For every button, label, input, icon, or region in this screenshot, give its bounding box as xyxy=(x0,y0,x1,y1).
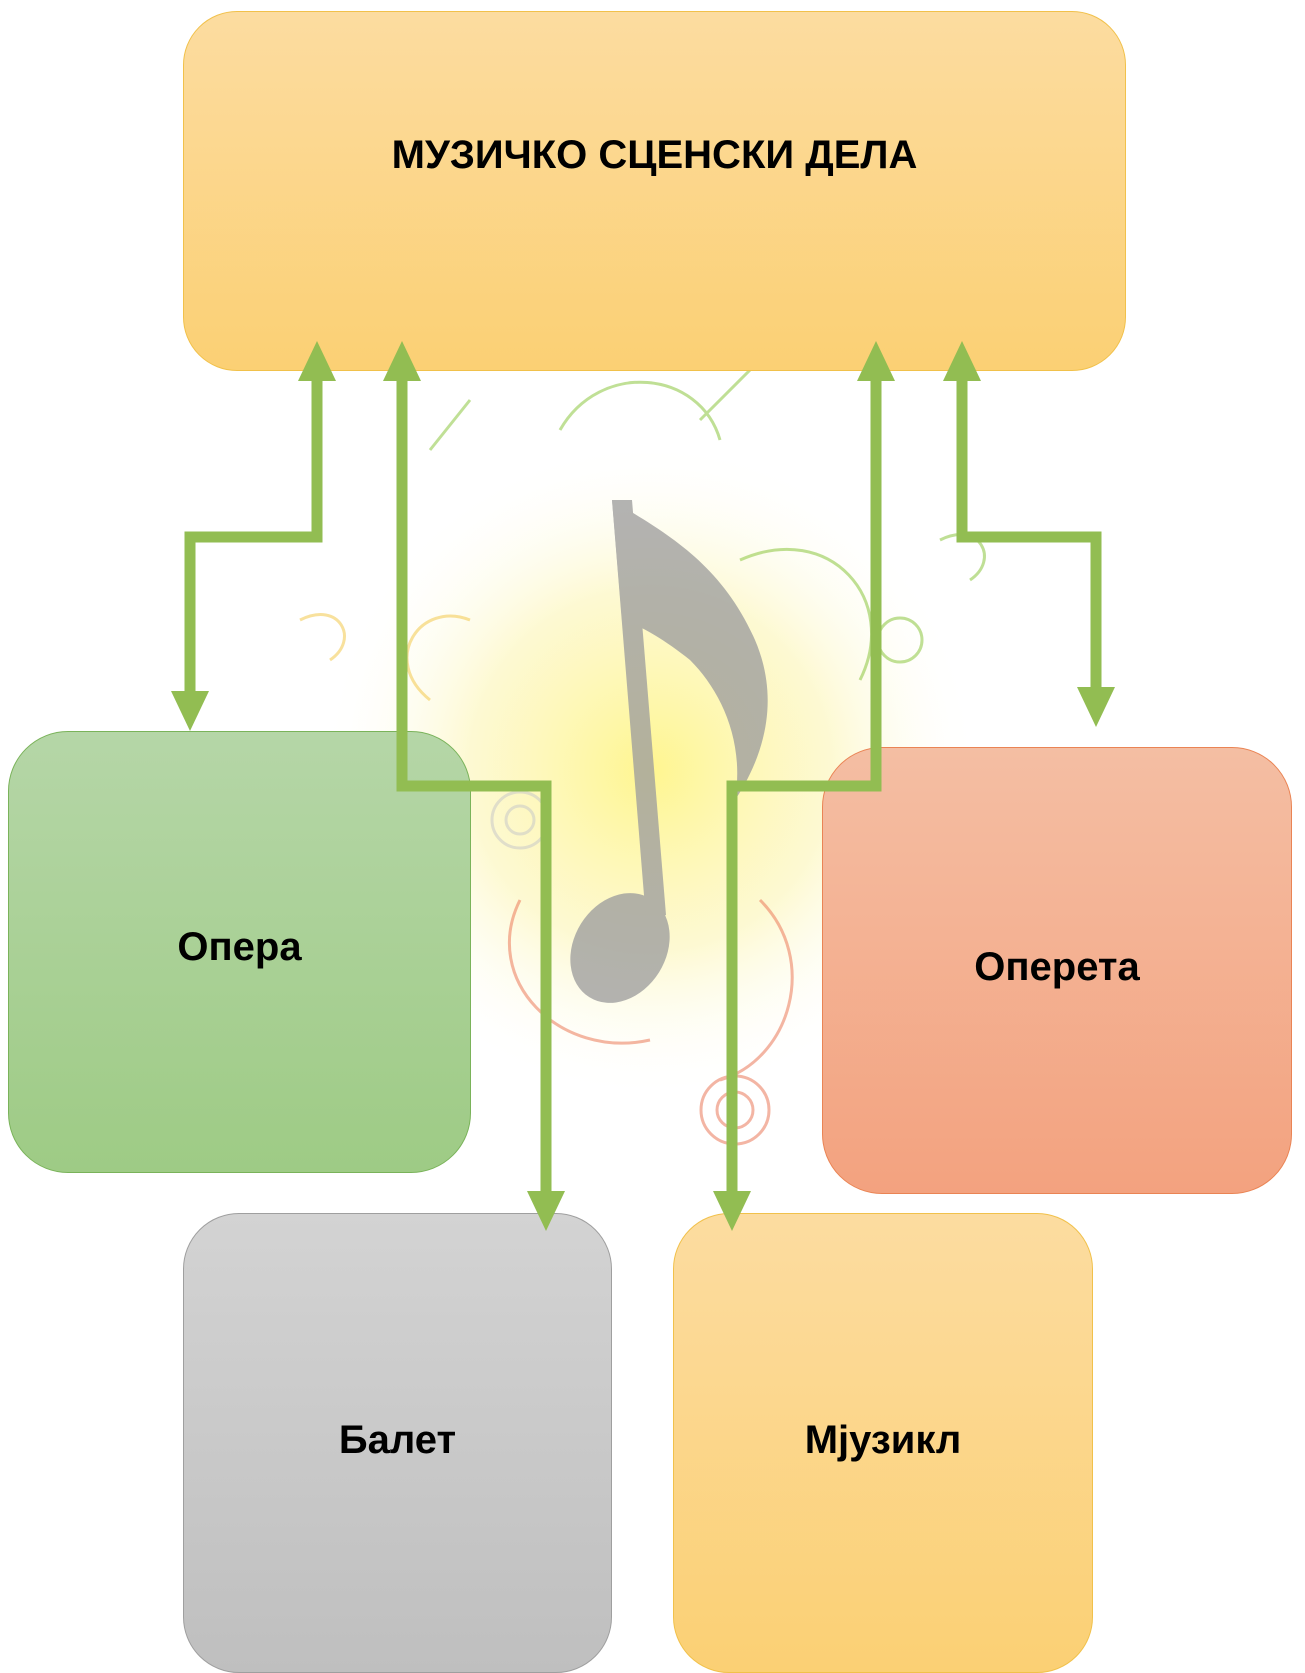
arrowhead-up-balet xyxy=(383,341,421,381)
connector-balet xyxy=(402,380,546,1195)
connector-opereta xyxy=(962,380,1096,695)
arrowhead-up-opera xyxy=(298,341,336,381)
connector-opera xyxy=(190,380,317,695)
arrowhead-up-opereta xyxy=(943,341,981,381)
arrowhead-down-opereta xyxy=(1077,687,1115,727)
arrowhead-down-balet xyxy=(527,1191,565,1231)
arrowhead-up-mjuzikl xyxy=(857,341,895,381)
arrowhead-down-opera xyxy=(171,691,209,731)
arrowhead-down-mjuzikl xyxy=(713,1191,751,1231)
connector-mjuzikl xyxy=(732,380,876,1195)
